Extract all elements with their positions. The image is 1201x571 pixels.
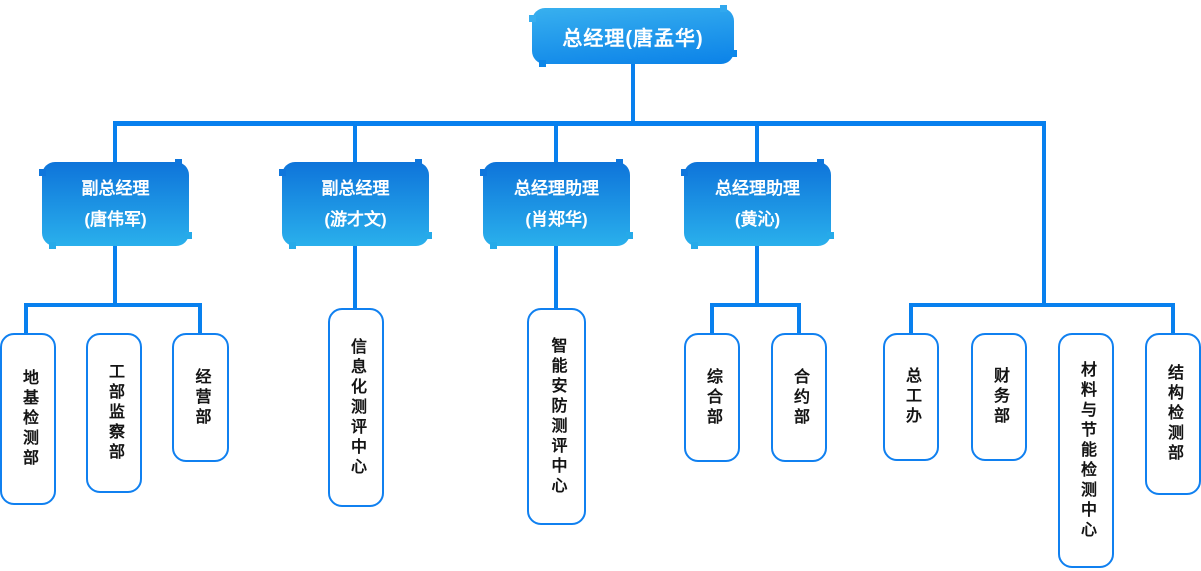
connector-branch4-rail-line xyxy=(710,303,801,307)
corner-notch xyxy=(39,169,46,176)
corner-notch xyxy=(720,5,727,12)
node-deputy-gm-tang-weijun: 副总经理 (唐伟军) xyxy=(39,159,192,249)
corner-notch xyxy=(175,159,182,166)
connector-branch5-left-stub-line xyxy=(909,303,913,333)
node-label: 智能安防测评中心 xyxy=(548,336,566,497)
node-label: 合约部 xyxy=(791,367,808,428)
node-center-materials-energy-testing: 材料与节能检测中心 xyxy=(1058,333,1114,568)
node-label: 总工办 xyxy=(903,367,920,427)
node-label: 综合部 xyxy=(704,367,721,428)
node-label: 财务部 xyxy=(991,367,1008,427)
node-person: (游才文) xyxy=(324,210,387,229)
corner-notch xyxy=(730,50,737,57)
connector-branch4-left-stub-line xyxy=(710,303,714,333)
corner-notch xyxy=(616,159,623,166)
node-dept-engineering-supervision: 工部监察部 xyxy=(86,333,142,493)
connector-root-drop-line xyxy=(631,64,635,123)
node-center-smart-security-evaluation: 智能安防测评中心 xyxy=(527,308,586,525)
corner-notch xyxy=(626,232,633,239)
corner-notch xyxy=(539,60,546,67)
node-label: 总经理(唐孟华) xyxy=(562,27,704,50)
corner-notch xyxy=(490,242,497,249)
connector-mgr1-stub-line xyxy=(113,123,117,162)
connector-branch2-drop-line xyxy=(353,246,357,308)
node-dept-foundation-testing: 地基检测部 xyxy=(0,333,56,505)
node-dept-operations: 经营部 xyxy=(172,333,229,462)
node-gm-assistant-xiao-zhenghua: 总经理助理 (肖郑华) xyxy=(480,159,633,249)
node-label: 信息化测评中心 xyxy=(348,337,365,478)
corner-notch xyxy=(425,232,432,239)
node-deputy-gm-you-caiwen: 副总经理 (游才文) xyxy=(279,159,432,249)
node-label: 经营部 xyxy=(192,367,210,428)
connector-branch4-drop-line xyxy=(755,246,759,307)
corner-notch xyxy=(185,232,192,239)
connector-branch4-right-stub-line xyxy=(797,303,801,333)
node-chief-engineer-office: 总工办 xyxy=(883,333,939,461)
corner-notch xyxy=(415,159,422,166)
corner-notch xyxy=(827,232,834,239)
corner-notch xyxy=(480,169,487,176)
node-gm-assistant-huang-qin: 总经理助理 (黄沁) xyxy=(681,159,834,249)
node-title: 副总经理 xyxy=(321,178,390,198)
connector-branch5-right-stub-line xyxy=(1171,303,1175,333)
connector-branch1-right-stub-line xyxy=(198,303,202,333)
node-title: 副总经理 xyxy=(81,178,150,198)
node-dept-general-affairs: 综合部 xyxy=(684,333,740,462)
connector-mgr3-stub-line xyxy=(554,123,558,162)
connector-branch1-drop-line xyxy=(113,246,117,307)
connector-branch5-rail-line xyxy=(909,303,1175,307)
connector-branch3-drop-line xyxy=(554,246,558,308)
node-person: (肖郑华) xyxy=(525,210,588,229)
node-general-manager: 总经理(唐孟华) xyxy=(529,5,737,67)
corner-notch xyxy=(289,242,296,249)
node-dept-contracts: 合约部 xyxy=(771,333,827,462)
connector-branch1-left-stub-line xyxy=(24,303,28,333)
node-person: (唐伟军) xyxy=(84,210,147,229)
node-title: 总经理助理 xyxy=(715,178,800,198)
node-label: 地基检测部 xyxy=(20,369,37,469)
node-title: 总经理助理 xyxy=(514,178,599,198)
connector-mgr4-stub-line xyxy=(755,123,759,162)
corner-notch xyxy=(49,242,56,249)
node-person: (黄沁) xyxy=(734,210,781,229)
connector-right-branch-line xyxy=(1042,123,1046,307)
node-label: 工部监察部 xyxy=(106,363,123,463)
connector-mgr2-stub-line xyxy=(353,123,357,162)
corner-notch xyxy=(817,159,824,166)
connector-main-rail-line xyxy=(113,121,1046,126)
node-dept-structure-testing: 结构检测部 xyxy=(1145,333,1201,495)
node-dept-finance: 财务部 xyxy=(971,333,1027,461)
node-center-informatization-evaluation: 信息化测评中心 xyxy=(328,308,384,507)
node-label: 材料与节能检测中心 xyxy=(1078,360,1095,541)
connector-branch1-rail-line xyxy=(24,303,202,307)
node-label: 结构检测部 xyxy=(1165,364,1182,464)
corner-notch xyxy=(681,169,688,176)
corner-notch xyxy=(529,15,536,22)
corner-notch xyxy=(279,169,286,176)
corner-notch xyxy=(691,242,698,249)
